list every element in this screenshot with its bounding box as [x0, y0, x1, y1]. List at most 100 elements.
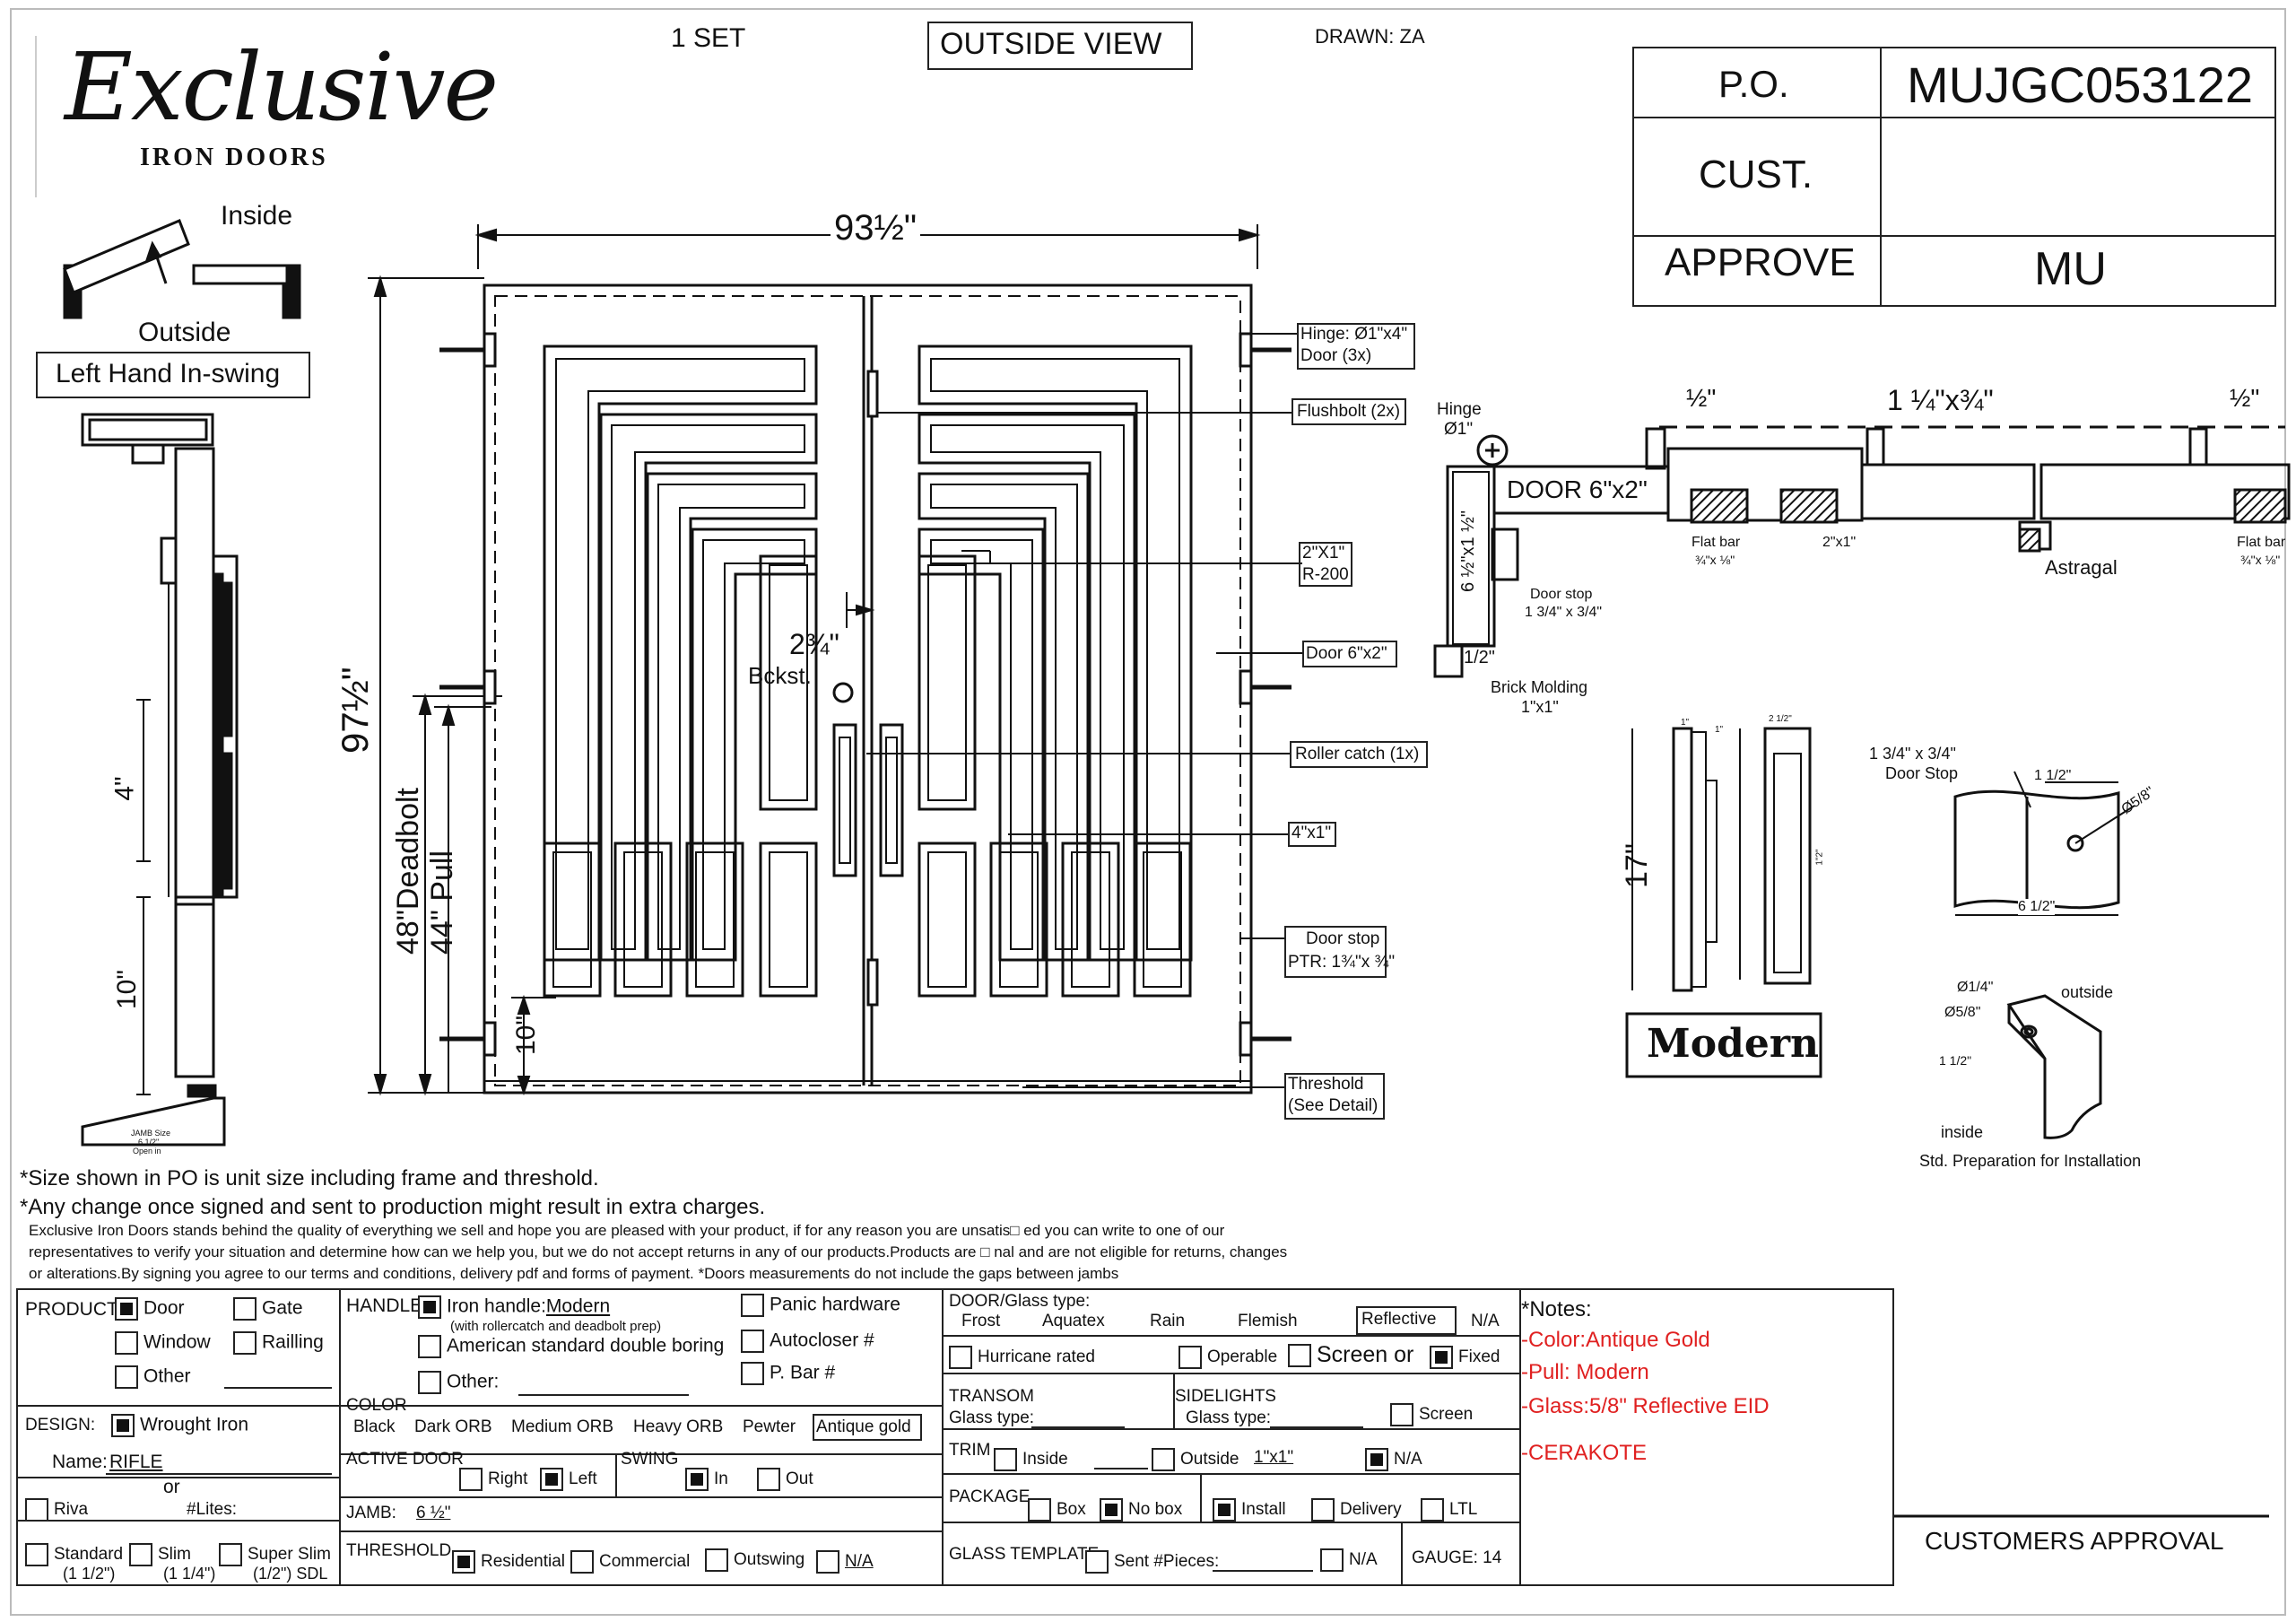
callout-bar: 4"x1" — [1292, 824, 1332, 842]
threshold-na-option[interactable]: N/A — [816, 1550, 874, 1574]
right-checkbox[interactable] — [459, 1468, 483, 1491]
glass-aquatex[interactable]: Aquatex — [1042, 1312, 1105, 1330]
sidelight-screen-option[interactable]: Screen — [1390, 1403, 1473, 1426]
commercial-option[interactable]: Commercial — [570, 1550, 690, 1574]
sent-option[interactable]: Sent #Pieces: — [1085, 1550, 1219, 1574]
other-checkbox[interactable] — [115, 1365, 138, 1389]
residential-option[interactable]: Residential — [452, 1550, 565, 1574]
iron-handle-checkbox[interactable] — [418, 1295, 441, 1319]
fixed-option[interactable]: Fixed — [1430, 1346, 1500, 1369]
standard-checkbox[interactable] — [25, 1543, 48, 1566]
glass-frost[interactable]: Frost — [961, 1312, 1001, 1330]
product-railing-option[interactable]: Railling — [233, 1331, 324, 1355]
glass-na[interactable]: N/A — [1471, 1312, 1500, 1330]
outswing-checkbox[interactable] — [705, 1548, 728, 1572]
outswing-option[interactable]: Outswing — [705, 1548, 804, 1572]
out-checkbox[interactable] — [757, 1468, 780, 1491]
swing-in-option[interactable]: In — [685, 1468, 728, 1491]
box-checkbox[interactable] — [1028, 1498, 1051, 1522]
deadbolt-dim: 48"Deadbolt — [391, 788, 425, 955]
install-checkbox[interactable] — [1213, 1498, 1236, 1522]
panic-option[interactable]: Panic hardware — [741, 1294, 900, 1317]
color-dark-orb[interactable]: Dark ORB — [414, 1417, 492, 1436]
pbar-checkbox[interactable] — [741, 1362, 764, 1385]
active-right-option[interactable]: Right — [459, 1468, 527, 1491]
install-option[interactable]: Install — [1213, 1498, 1286, 1522]
window-checkbox[interactable] — [115, 1331, 138, 1355]
nobox-option[interactable]: No box — [1100, 1498, 1182, 1522]
panic-checkbox[interactable] — [741, 1294, 764, 1317]
superslim-option[interactable]: Super Slim — [219, 1543, 331, 1566]
nobox-checkbox[interactable] — [1100, 1498, 1123, 1522]
name-value[interactable]: RIFLE — [109, 1452, 163, 1472]
ltl-option[interactable]: LTL — [1421, 1498, 1477, 1522]
trim-outside-option[interactable]: Outside — [1152, 1448, 1239, 1471]
trim-inside-checkbox[interactable] — [994, 1448, 1017, 1471]
left-label: Left — [569, 1469, 597, 1489]
fixed-checkbox[interactable] — [1430, 1346, 1453, 1369]
door-checkbox[interactable] — [115, 1297, 138, 1321]
left-checkbox[interactable] — [540, 1468, 563, 1491]
delivery-checkbox[interactable] — [1311, 1498, 1335, 1522]
product-other-option[interactable]: Other — [115, 1365, 191, 1389]
pbar-label: P. Bar # — [770, 1362, 836, 1383]
handle-iron-option[interactable]: Iron handle:Modern — [418, 1295, 610, 1319]
threshold-na-checkbox[interactable] — [816, 1550, 839, 1574]
hurricane-option[interactable]: Hurricane rated — [949, 1346, 1095, 1369]
screen-or-option[interactable]: Screen or — [1288, 1342, 1413, 1368]
color-heavy-orb[interactable]: Heavy ORB — [633, 1417, 724, 1436]
delivery-option[interactable]: Delivery — [1311, 1498, 1402, 1522]
riva-option[interactable]: Riva — [25, 1498, 88, 1522]
box-option[interactable]: Box — [1028, 1498, 1086, 1522]
in-checkbox[interactable] — [685, 1468, 709, 1491]
trim-na-option[interactable]: N/A — [1365, 1448, 1422, 1471]
railing-checkbox[interactable] — [233, 1331, 257, 1355]
trim-inside-option[interactable]: Inside — [994, 1448, 1068, 1471]
iron-handle-label: Iron handle: — [447, 1295, 546, 1317]
trim-na-checkbox[interactable] — [1365, 1448, 1388, 1471]
active-left-option[interactable]: Left — [540, 1468, 597, 1491]
hurricane-checkbox[interactable] — [949, 1346, 972, 1369]
commercial-checkbox[interactable] — [570, 1550, 594, 1574]
pbar-option[interactable]: P. Bar # — [741, 1362, 835, 1385]
american-checkbox[interactable] — [418, 1335, 441, 1358]
standard-option[interactable]: Standard — [25, 1543, 123, 1566]
product-window-option[interactable]: Window — [115, 1331, 211, 1355]
sent-checkbox[interactable] — [1085, 1550, 1109, 1574]
residential-checkbox[interactable] — [452, 1550, 475, 1574]
product-gate-option[interactable]: Gate — [233, 1297, 303, 1321]
operable-option[interactable]: Operable — [1178, 1346, 1277, 1369]
wrought-option[interactable]: Wrought Iron — [111, 1414, 248, 1437]
jamb-value[interactable]: 6 ½" — [416, 1504, 451, 1522]
wrought-checkbox[interactable] — [111, 1414, 135, 1437]
handle-other-option[interactable]: Other: — [418, 1371, 499, 1394]
slim-checkbox[interactable] — [129, 1543, 152, 1566]
glass-rain[interactable]: Rain — [1150, 1312, 1186, 1330]
swing-out-option[interactable]: Out — [757, 1468, 813, 1491]
color-medium-orb[interactable]: Medium ORB — [511, 1417, 614, 1436]
template-na-option[interactable]: N/A — [1320, 1548, 1378, 1572]
operable-checkbox[interactable] — [1178, 1346, 1202, 1369]
trim-outside-value[interactable]: 1"x1" — [1254, 1448, 1294, 1467]
screen-or-checkbox[interactable] — [1288, 1344, 1311, 1368]
riva-checkbox[interactable] — [25, 1498, 48, 1522]
color-black[interactable]: Black — [353, 1417, 396, 1436]
gate-checkbox[interactable] — [233, 1297, 257, 1321]
product-door-option[interactable]: Door — [115, 1297, 185, 1321]
railing-label: Railling — [262, 1331, 324, 1353]
template-na-checkbox[interactable] — [1320, 1548, 1344, 1572]
bottom-rail-dim: 10" — [511, 1015, 541, 1055]
handle-other-checkbox[interactable] — [418, 1371, 441, 1394]
color-pewter[interactable]: Pewter — [743, 1417, 796, 1436]
autocloser-option[interactable]: Autocloser # — [741, 1330, 874, 1353]
slim-option[interactable]: Slim — [129, 1543, 191, 1566]
color-antique-gold[interactable]: Antique gold — [816, 1417, 911, 1436]
handle-american-option[interactable]: American standard double boring — [418, 1335, 724, 1358]
autocloser-checkbox[interactable] — [741, 1330, 764, 1353]
ltl-checkbox[interactable] — [1421, 1498, 1444, 1522]
sidelight-screen-checkbox[interactable] — [1390, 1403, 1413, 1426]
glass-reflective[interactable]: Reflective — [1361, 1310, 1437, 1329]
glass-flemish[interactable]: Flemish — [1238, 1312, 1298, 1330]
superslim-checkbox[interactable] — [219, 1543, 242, 1566]
trim-outside-checkbox[interactable] — [1152, 1448, 1175, 1471]
